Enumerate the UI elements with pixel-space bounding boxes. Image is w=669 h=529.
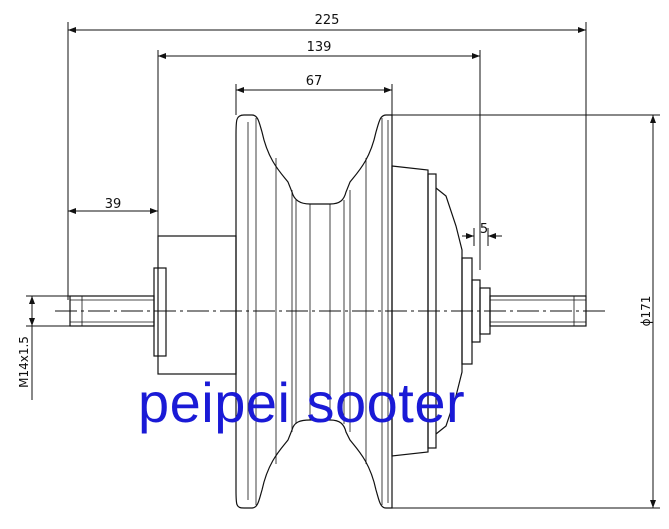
right-axle bbox=[489, 295, 587, 327]
dimension-thread: M14x1.5 bbox=[17, 336, 31, 388]
hub-cover bbox=[391, 165, 491, 457]
dimension-body-length: 139 bbox=[307, 40, 332, 55]
dimension-lines bbox=[29, 27, 656, 508]
dimension-overall-length: 225 bbox=[315, 13, 340, 28]
watermark-text: peipei sooter bbox=[138, 371, 466, 434]
dimension-tire-width: 67 bbox=[306, 74, 323, 89]
dimension-offset: 5 bbox=[480, 222, 488, 237]
extension-lines bbox=[26, 22, 660, 509]
dimension-diameter: ϕ171 bbox=[639, 296, 653, 327]
tire-profile bbox=[235, 114, 393, 509]
left-axle bbox=[69, 235, 237, 375]
dimension-left-axle: 39 bbox=[105, 197, 122, 212]
